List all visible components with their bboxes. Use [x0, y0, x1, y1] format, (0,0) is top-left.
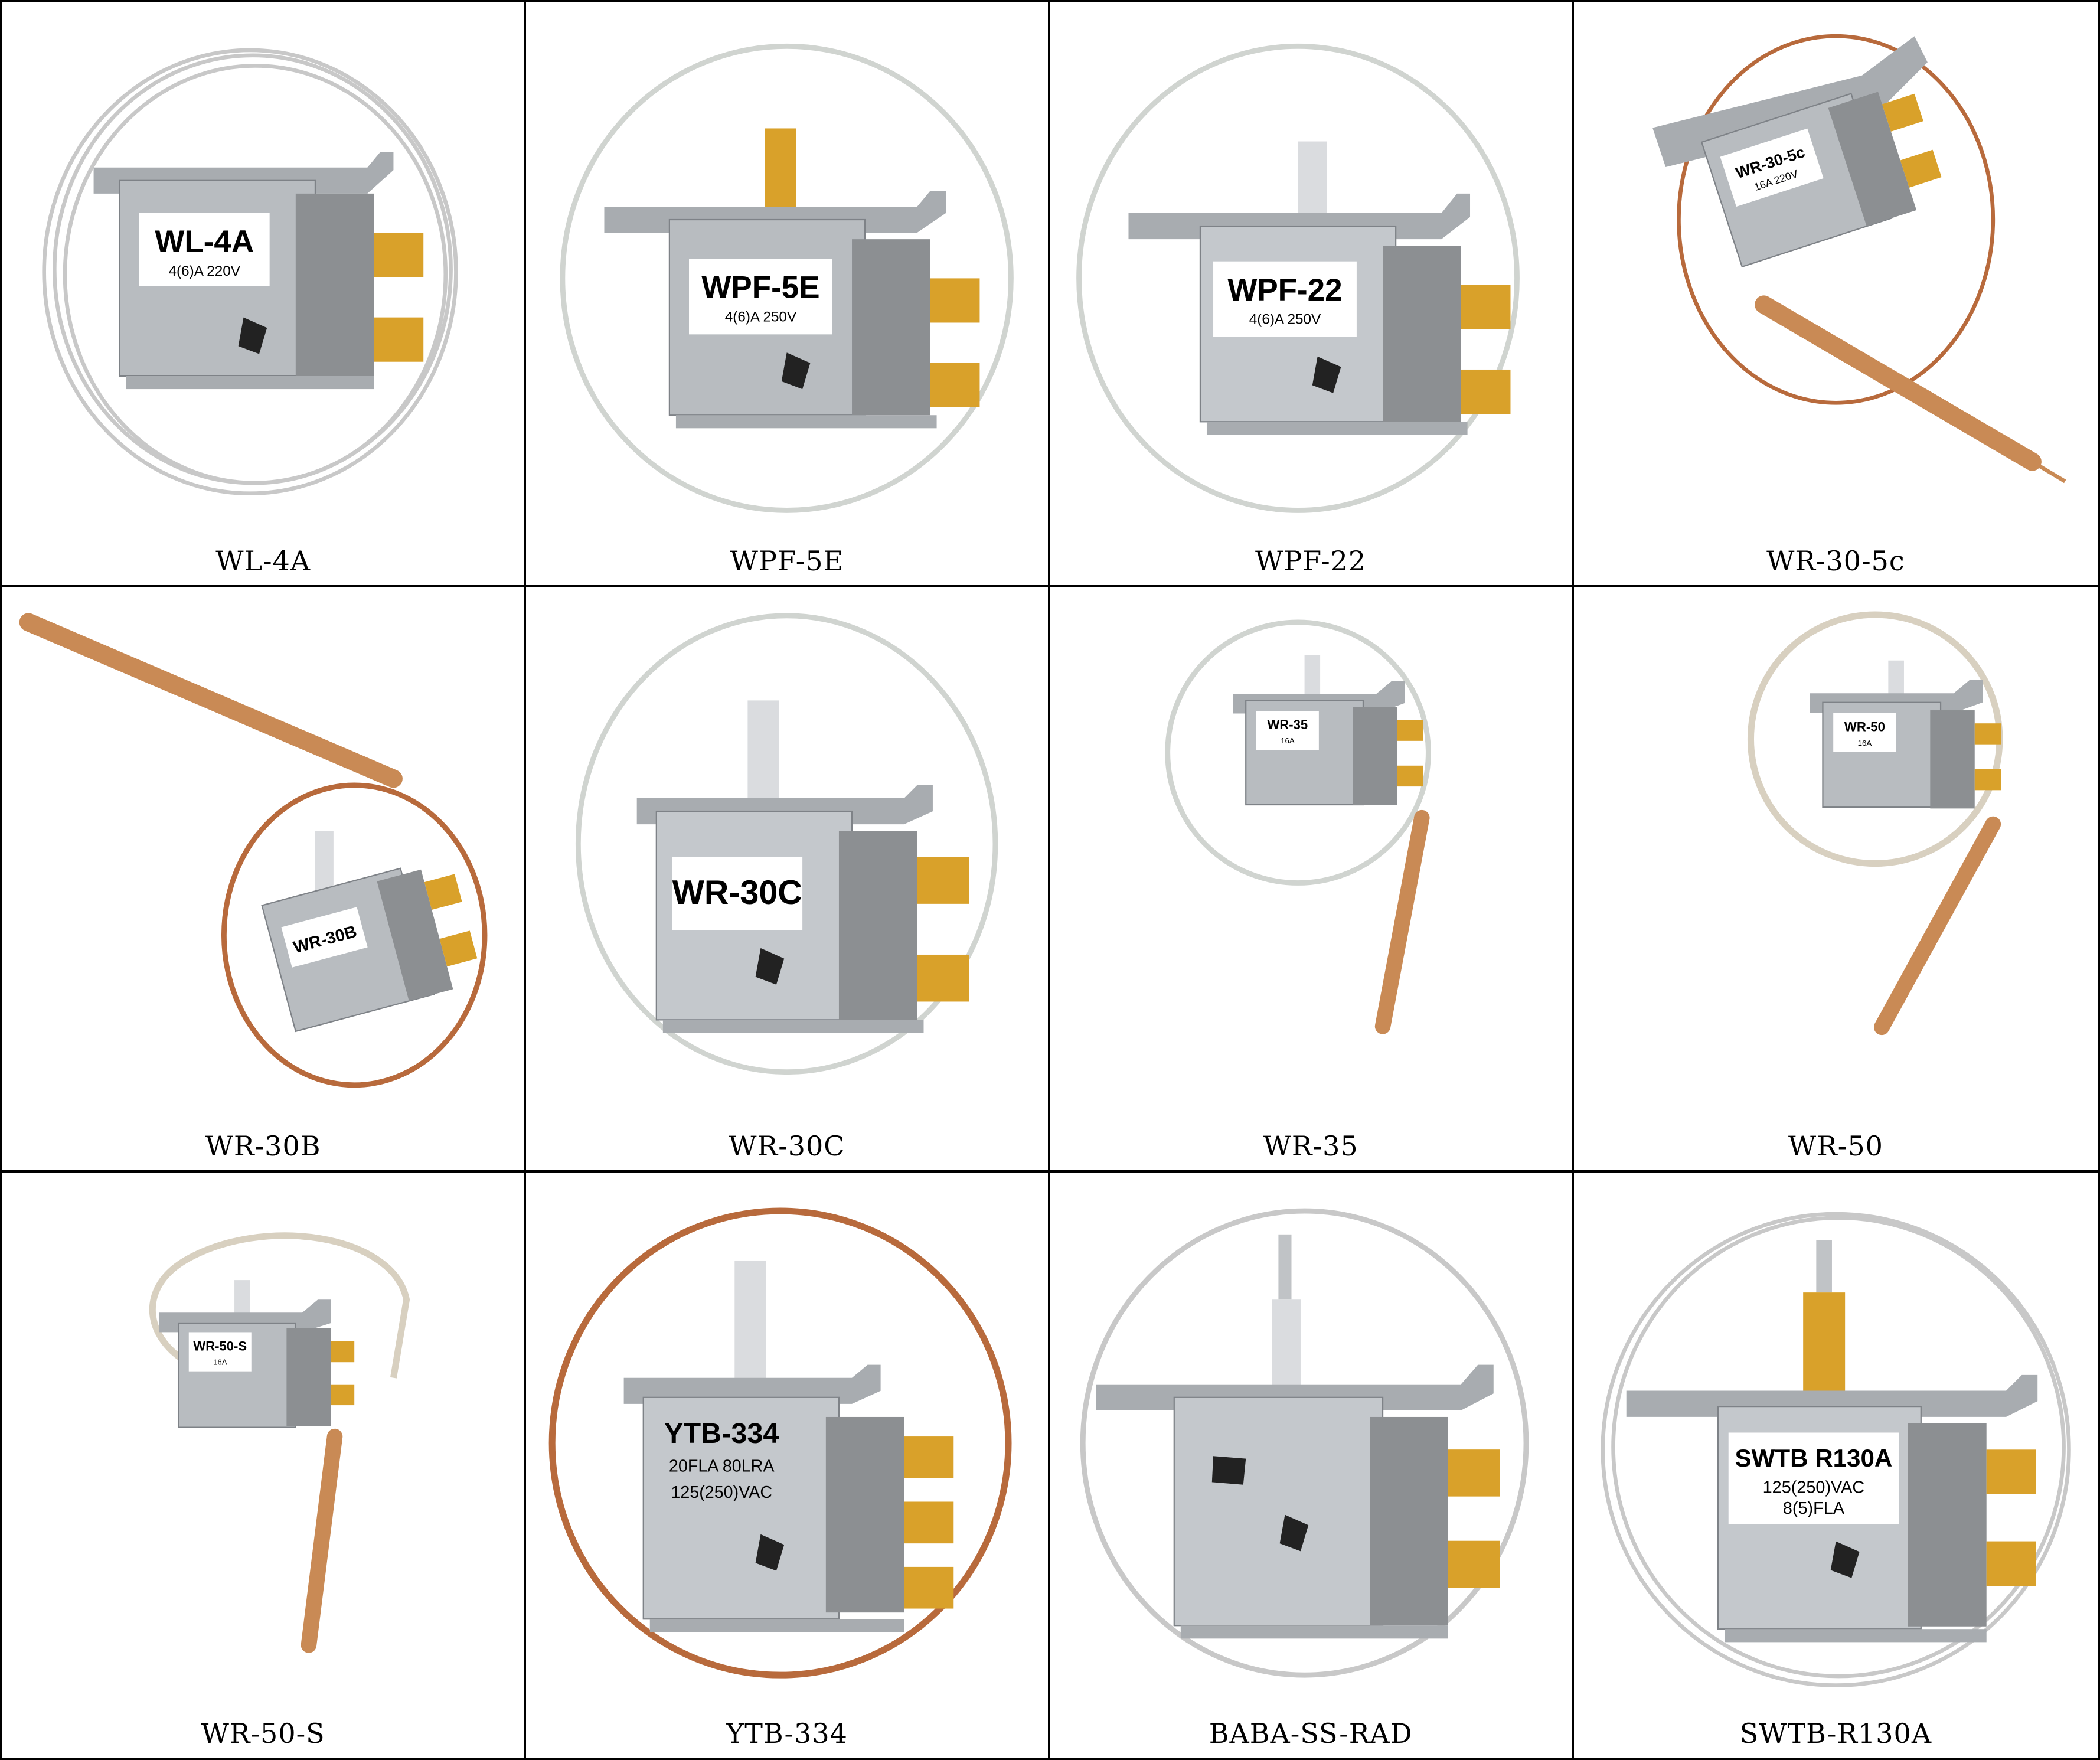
- body-label-text: WR-50-S: [193, 1338, 247, 1353]
- product-caption: WPF-22: [1255, 545, 1367, 577]
- body-rating-text: 125(250)VAC: [1762, 1478, 1864, 1497]
- body-label-text: YTB-334: [664, 1418, 779, 1449]
- body-rating-text-2: 125(250)VAC: [671, 1483, 773, 1502]
- body-label-text: WR-30C: [672, 874, 802, 912]
- product-caption: BABA-SS-RAD: [1209, 1717, 1413, 1749]
- body-label-text: SWTB R130A: [1735, 1444, 1892, 1472]
- product-caption: WR-30B: [205, 1130, 321, 1162]
- body-label-text: WR-35: [1267, 717, 1308, 732]
- thermostat-photo-wpf-22: WPF-22 4(6)A 250V: [1076, 43, 1520, 513]
- thermostat-photo-baba-ss-rad: [1080, 1208, 1529, 1678]
- body-rating-text: 16A: [1857, 739, 1872, 747]
- body-rating-text: 16A: [1281, 736, 1295, 745]
- product-cell-wr-35: WR-35 16A WR-35: [1050, 587, 1574, 1173]
- body-label-text: WR-50: [1844, 720, 1885, 734]
- thermostat-photo-wr-30b: WR-30B: [19, 613, 488, 1088]
- thermostat-photo-wpf-5e: WPF-5E 4(6)A 250V: [560, 43, 1014, 513]
- body-rating-text: 4(6)A 250V: [1249, 312, 1321, 328]
- product-cell-swtb-r130a: SWTB R130A 125(250)VAC 8(5)FLA SWTB-R130…: [1573, 1173, 2098, 1758]
- product-cell-wr-50: WR-50 16A WR-50: [1573, 587, 2098, 1173]
- thermostat-photo-wl-4a: WL-4A 4(6)A 220V: [42, 48, 458, 496]
- body-rating-text: 20FLA 80LRA: [669, 1457, 775, 1476]
- product-cell-wpf-5e: WPF-5E 4(6)A 250V WPF-5E: [526, 2, 1050, 587]
- body-label-text: WPF-5E: [702, 270, 820, 305]
- product-caption: YTB-334: [726, 1717, 848, 1749]
- product-caption: WL-4A: [215, 545, 311, 577]
- body-label-text: WPF-22: [1227, 273, 1342, 308]
- product-caption: SWTB-R130A: [1739, 1717, 1932, 1749]
- thermostat-photo-ytb-334: YTB-334 20FLA 80LRA 125(250)VAC: [548, 1207, 1012, 1679]
- thermostat-photo-wr-50: WR-50 16A: [1747, 611, 2003, 1036]
- product-caption: WR-30C: [729, 1130, 845, 1162]
- product-cell-wr-50-s: WR-50-S 16A WR-50-S: [2, 1173, 527, 1758]
- product-caption: WR-50-S: [201, 1717, 325, 1749]
- product-caption: WR-35: [1263, 1130, 1358, 1162]
- body-label-text: WL-4A: [155, 224, 254, 259]
- product-cell-baba-ss-rad: BABA-SS-RAD: [1050, 1173, 1574, 1758]
- body-rating-text: 4(6)A 250V: [725, 309, 797, 325]
- thermostat-photo-wr-50-s: WR-50-S 16A: [149, 1232, 410, 1653]
- thermostat-photo-wr-35: WR-35 16A: [1164, 619, 1431, 1034]
- body-rating-text-2: 8(5)FLA: [1783, 1499, 1845, 1518]
- product-caption: WR-30-5c: [1766, 545, 1905, 577]
- thermostat-photo-wr-30-5c: WR-30-5c 16A 220V: [1652, 34, 2066, 484]
- product-cell-wpf-22: WPF-22 4(6)A 250V WPF-22: [1050, 2, 1574, 587]
- thermostat-photo-swtb-r130a: SWTB R130A 125(250)VAC 8(5)FLA: [1601, 1212, 2071, 1687]
- product-caption: WPF-5E: [730, 545, 844, 577]
- product-cell-wr-30c: WR-30C WR-30C: [526, 587, 1050, 1173]
- product-caption: WR-50: [1788, 1130, 1883, 1162]
- body-rating-text: 16A: [213, 1358, 227, 1367]
- product-cell-wr-30b: WR-30B WR-30B: [2, 587, 527, 1173]
- product-cell-wl-4a: WL-4A 4(6)A 220V WL-4A: [2, 2, 527, 587]
- product-cell-ytb-334: YTB-334 20FLA 80LRA 125(250)VAC YTB-334: [526, 1173, 1050, 1758]
- thermostat-photo-wr-30c: WR-30C: [576, 613, 998, 1075]
- body-rating-text: 4(6)A 220V: [169, 263, 241, 279]
- product-cell-wr-30-5c: WR-30-5c 16A 220V WR-30-5c: [1573, 2, 2098, 587]
